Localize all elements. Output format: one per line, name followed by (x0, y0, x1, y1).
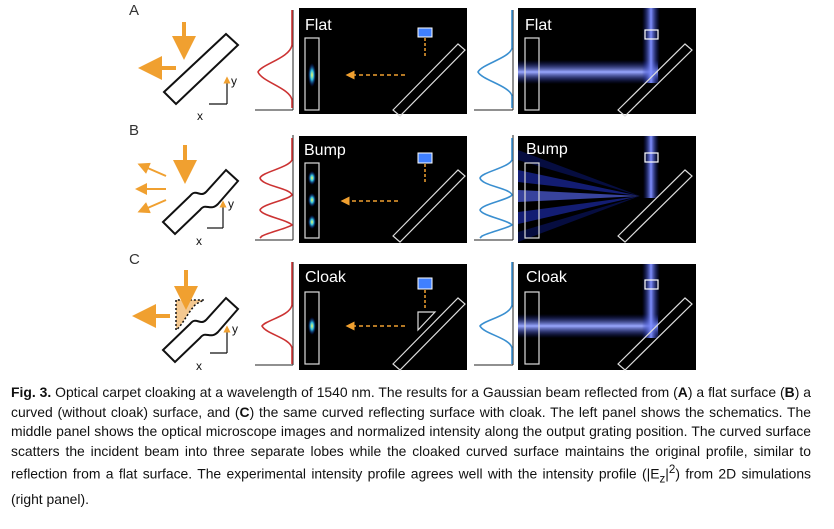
caption-superscript: 2 (668, 464, 676, 477)
caption-subscript: z (659, 473, 666, 486)
row-c: C y x Cloak (129, 251, 696, 373)
row-c-label: C (129, 251, 140, 268)
caption-text: ) a flat surface ( (687, 384, 785, 400)
sim-title-c: Cloak (526, 269, 568, 286)
caption-text: ) a curved (without cloak) surface, and … (11, 384, 812, 420)
caption-ref-c: C (239, 403, 250, 420)
bump-surface-schematic: y x (135, 145, 240, 248)
y-axis-label: y (232, 322, 238, 336)
scattered-arrow-icon (137, 199, 167, 214)
experimental-profile-b (255, 135, 294, 241)
caption-text: ) the same curved reflecting surface wit… (11, 403, 811, 482)
figure-caption: Fig. 3. Optical carpet cloaking at a wav… (11, 383, 811, 510)
x-axis-label: x (197, 109, 203, 123)
micro-title-b: Bump (304, 142, 346, 159)
simulation-panel-a: Flat (518, 8, 696, 117)
sim-title-a: Flat (525, 17, 552, 34)
x-axis-label: x (196, 359, 202, 373)
experimental-profile-a (255, 10, 294, 111)
y-axis-label: y (228, 197, 234, 211)
caption-text: ) from 2D simulations (right panel). (11, 466, 811, 508)
caption-text: | (665, 466, 669, 482)
simulation-panel-b: Bump (518, 136, 696, 243)
experimental-profile-c (255, 262, 294, 366)
row-b-label: B (129, 122, 139, 139)
microscope-panel-c: Cloak (299, 264, 467, 371)
simulation-profile-a (474, 10, 514, 111)
caption-text: Optical carpet cloaking at a wavelength … (51, 384, 678, 400)
caption-ref-b: B (784, 384, 795, 400)
micro-title-c: Cloak (305, 269, 347, 286)
simulation-profile-b (474, 135, 514, 241)
flat-surface-schematic: y x (138, 22, 240, 123)
scattered-arrow-icon (137, 162, 167, 177)
simulation-panel-c: Cloak (518, 264, 696, 371)
simulation-profile-c (474, 262, 514, 366)
figure-3: A y x Flat (129, 2, 696, 373)
microscope-panel-b: Bump (299, 136, 467, 243)
x-axis-label: x (196, 234, 202, 248)
row-a: A y x Flat (129, 2, 696, 123)
micro-title-a: Flat (305, 17, 332, 34)
y-axis-label: y (231, 74, 237, 88)
cloak-region (175, 299, 205, 332)
row-a-label: A (129, 2, 139, 19)
sim-title-b: Bump (526, 141, 568, 158)
caption-fig-label: Fig. 3. (11, 384, 52, 400)
cloak-surface-schematic: y x (132, 270, 240, 373)
caption-ref-a: A (677, 384, 688, 400)
microscope-panel-a: Flat (299, 8, 467, 117)
row-b: B y x Bump (129, 122, 696, 248)
